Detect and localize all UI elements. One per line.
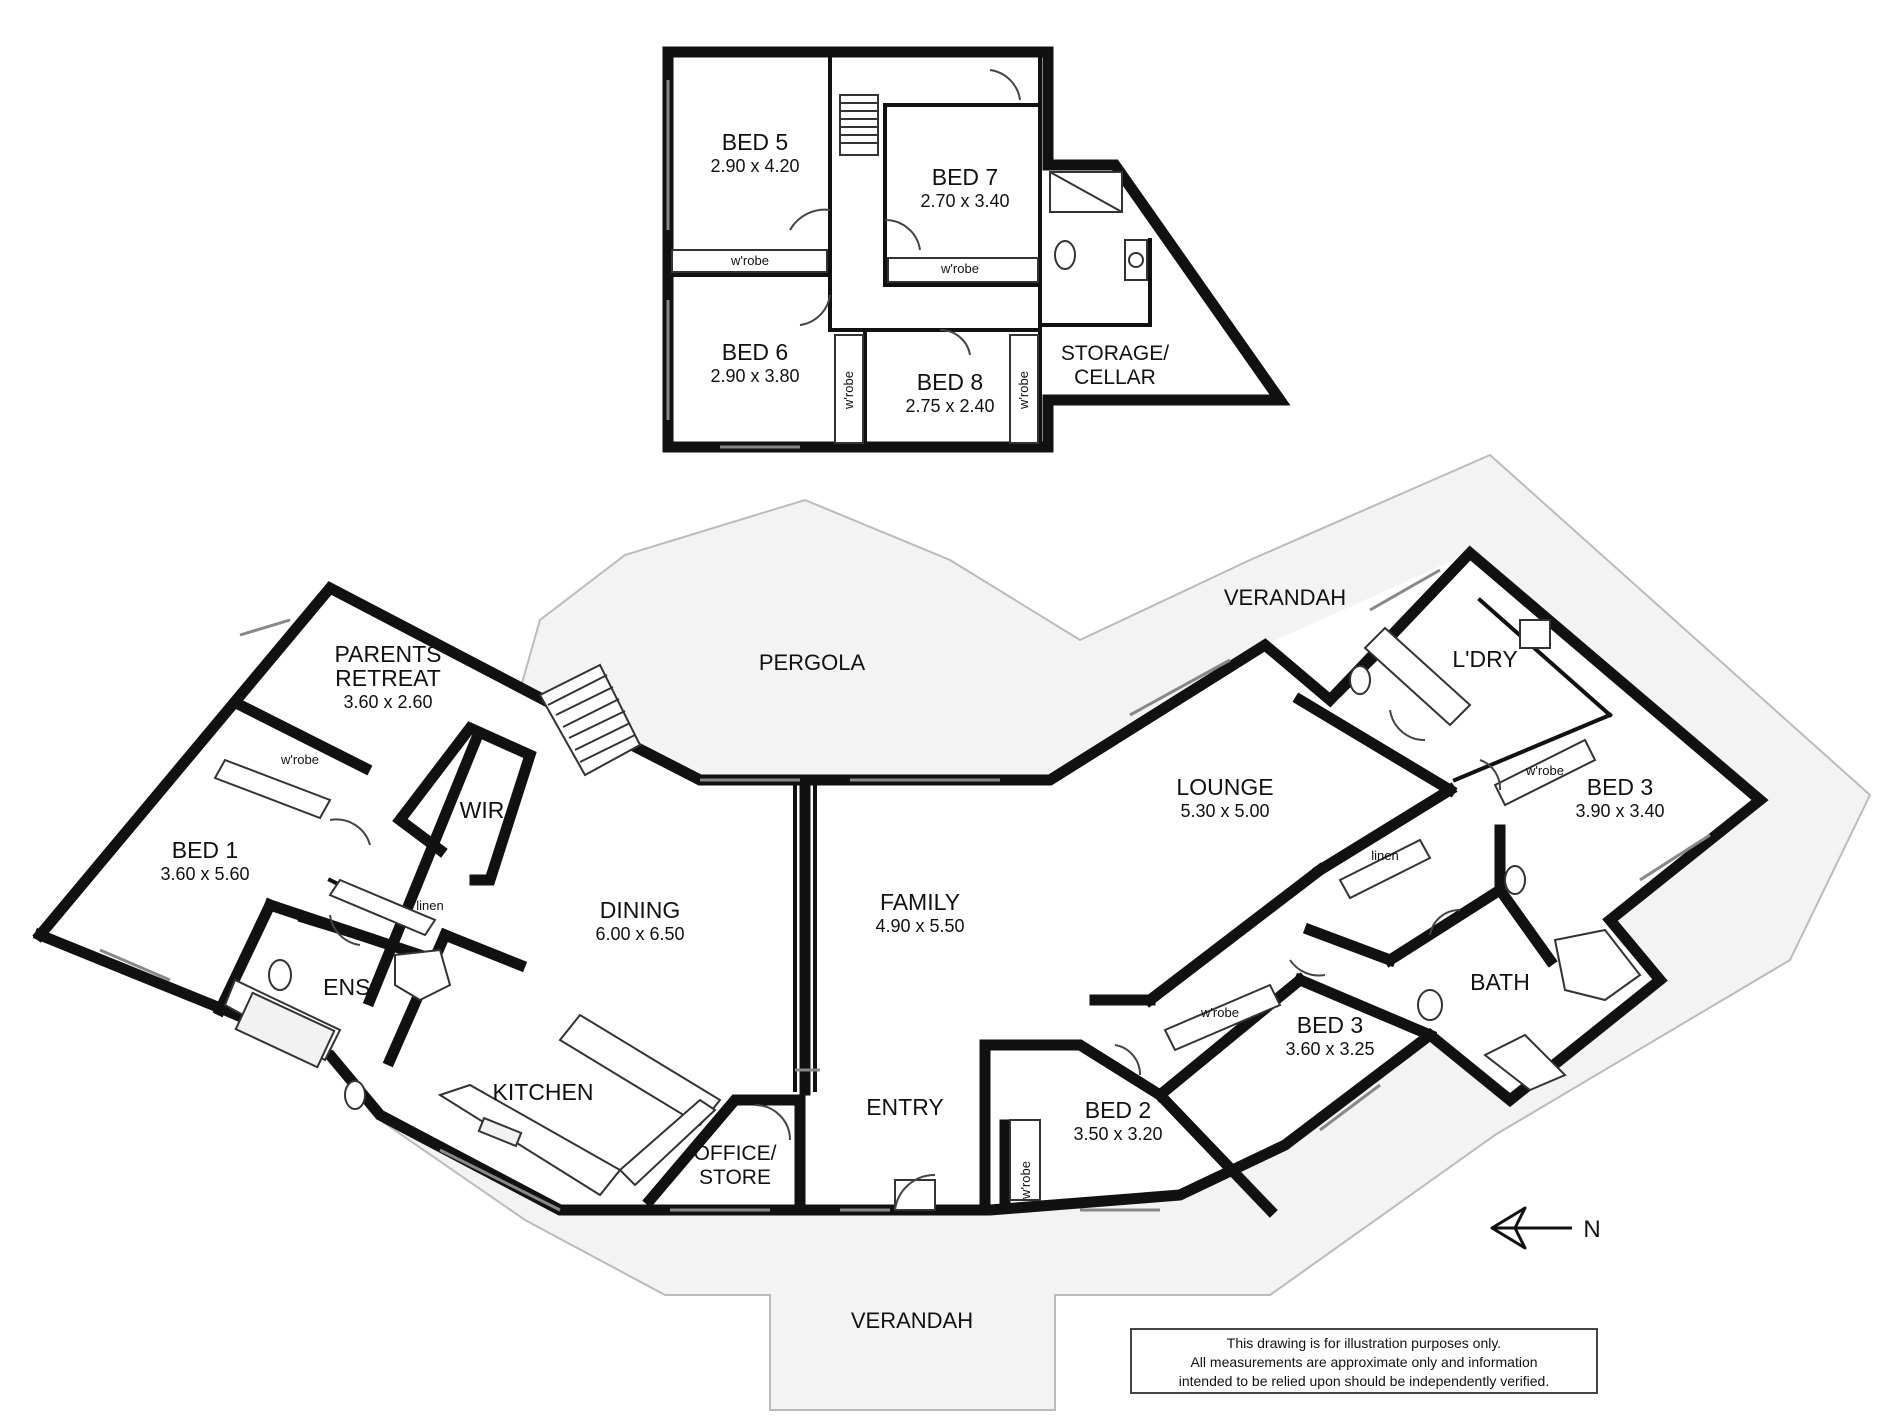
room-dims-bed1: 3.60 x 5.60 [160,864,249,884]
disclaimer-line-3: intended to be relied upon should be ind… [1178,1373,1550,1389]
wrobe-label: w'robe [1018,1161,1033,1200]
room-dims-bed3-upper: 3.90 x 3.40 [1575,801,1664,821]
room-dims-bed5: 2.90 x 4.20 [710,156,799,176]
room-name-family: FAMILY [880,889,960,915]
label-verandah-bottom: VERANDAH [851,1308,973,1333]
room-name-parents-retreat-2: RETREAT [335,665,441,691]
room-dims-bed8: 2.75 x 2.40 [905,396,994,416]
wrobe-label: w'robe [280,752,319,767]
north-arrow-icon: N [1490,1206,1601,1250]
toilet-icon [1504,865,1526,895]
room-dims-lounge: 5.30 x 5.00 [1180,801,1269,821]
room-name-store: STORE [699,1166,771,1189]
room-name-entry: ENTRY [866,1094,944,1120]
room-dims-dining: 6.00 x 6.50 [595,924,684,944]
room-name-parents-retreat: PARENTS [335,641,442,667]
room-name-kitchen: KITCHEN [493,1079,594,1105]
room-name-bed5: BED 5 [722,129,788,155]
wrobe-label: w'robe [1016,371,1031,410]
linen-label: linen [416,898,443,913]
linen-label: linen [1371,848,1398,863]
wrobe-label: w'robe [1200,1005,1239,1020]
room-name-bed1: BED 1 [172,837,238,863]
wrobe-label: w'robe [1525,763,1564,778]
room-dims-bed6: 2.90 x 3.80 [710,366,799,386]
toilet-icon [344,1080,366,1110]
room-name-bed8: BED 8 [917,369,983,395]
ground-outer-wall [32,545,1769,1216]
room-dims-bed7: 2.70 x 3.40 [920,191,1009,211]
basin-icon [1128,252,1144,268]
upper-stairs [839,94,879,156]
room-name-ensuite: ENS. [323,974,377,1000]
wrobe-label: w'robe [940,261,979,276]
room-name-laundry: L'DRY [1452,646,1517,672]
label-pergola: PERGOLA [759,650,866,675]
upper-floor: w'robe w'robe w'robe w'robe BED 5 [662,46,1291,453]
room-name-lounge: LOUNGE [1176,774,1273,800]
room-name-office: OFFICE/ [694,1142,777,1165]
toilet-icon [1349,665,1371,695]
room-name-bed6: BED 6 [722,339,788,365]
disclaimer-box: This drawing is for illustration purpose… [1130,1328,1598,1394]
room-dims-bed3-lower: 3.60 x 3.25 [1285,1039,1374,1059]
disclaimer-line-2: All measurements are approximate only an… [1190,1354,1538,1370]
label-verandah-top: VERANDAH [1224,585,1346,610]
basin-icon [268,959,292,991]
room-dims-bed2: 3.50 x 3.20 [1073,1124,1162,1144]
room-name-bed2: BED 2 [1085,1097,1151,1123]
room-name-bath: BATH [1470,969,1530,995]
wrobe-label: w'robe [841,371,856,410]
room-name-cellar: CELLAR [1074,366,1156,389]
disclaimer-line-1: This drawing is for illustration purpose… [1226,1335,1502,1351]
room-name-bed3-upper: BED 3 [1587,774,1653,800]
room-name-wir: WIR [460,797,505,823]
room-name-dining: DINING [600,897,681,923]
compass-north-label: N [1583,1216,1600,1243]
toilet-icon [1054,240,1076,270]
ground-stairs [538,663,642,777]
wrobe-label: w'robe [730,253,769,268]
basin-icon [1417,989,1443,1021]
room-name-storage: STORAGE/ [1061,342,1169,365]
ground-floor: w'robe linen w'robe [32,545,1769,1218]
room-name-bed7: BED 7 [932,164,998,190]
room-dims-parents-retreat: 3.60 x 2.60 [343,692,432,712]
room-name-bed3-lower: BED 3 [1297,1012,1363,1038]
room-dims-family: 4.90 x 5.50 [875,916,964,936]
